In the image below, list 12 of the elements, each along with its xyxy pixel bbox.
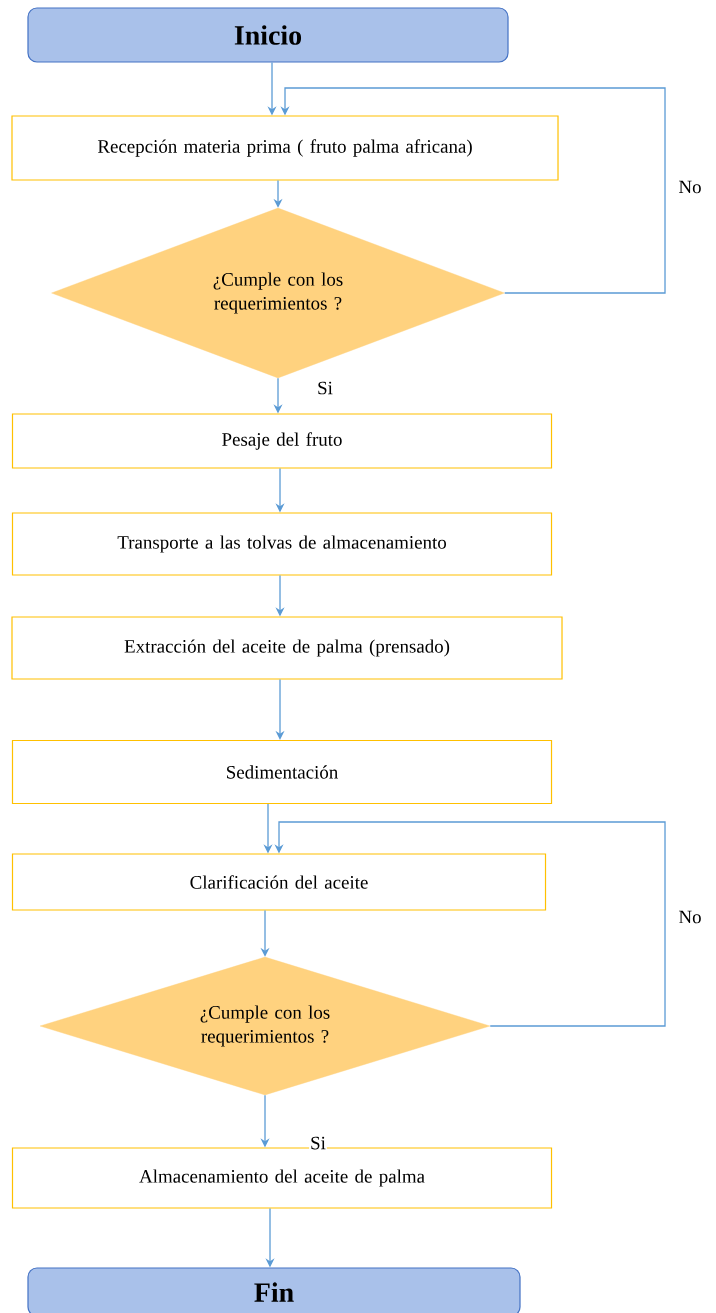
terminal-box: Inicio	[27, 7, 509, 63]
edge-label: Si	[309, 1135, 327, 1151]
edge-label: Si	[316, 380, 334, 396]
process-box: Clarificación del aceite	[11, 853, 547, 911]
process-box: Recepción materia prima ( fruto palma africana)	[11, 115, 559, 181]
process-box: Sedimentación	[11, 739, 553, 805]
process-box: Extracción del aceite de palma (prensado)	[11, 616, 563, 680]
process-box: Transporte a las tolvas de almacenamiento	[11, 512, 553, 576]
edge-label: No	[677, 909, 703, 925]
edge-label: No	[677, 179, 703, 195]
process-box: Pesaje del fruto	[11, 413, 553, 469]
terminal-box: Fin	[27, 1267, 521, 1313]
